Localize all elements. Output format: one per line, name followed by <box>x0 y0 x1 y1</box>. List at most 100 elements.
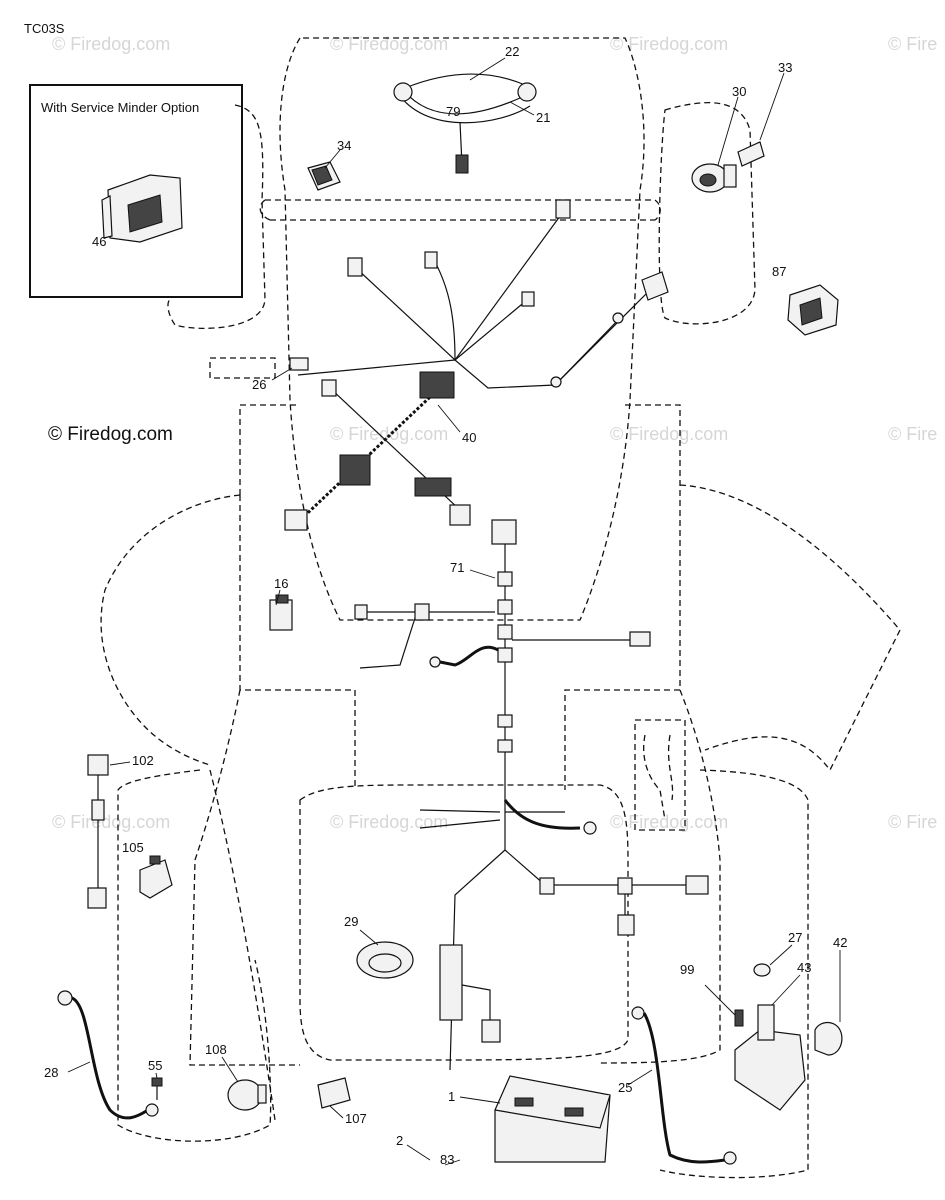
callout-34: 34 <box>337 138 351 153</box>
watermark-layer: © Firedog.com © Firedog.com © Firedog.co… <box>48 34 937 832</box>
harness-40 <box>284 199 669 531</box>
part-99 <box>734 1009 744 1027</box>
terminal <box>550 376 562 388</box>
connector <box>481 1019 501 1043</box>
part-42 <box>814 1021 843 1056</box>
callout-108: 108 <box>205 1042 227 1057</box>
center-panel-outline <box>299 784 629 1061</box>
part-25-cable <box>631 1006 737 1165</box>
connector <box>497 624 513 640</box>
watermark: © Firedog.com <box>610 812 728 832</box>
callout-46: 46 <box>92 234 106 249</box>
connector <box>539 877 555 895</box>
watermark: © Fire <box>888 812 937 832</box>
part-16 <box>269 594 293 631</box>
terminal <box>612 312 624 324</box>
left-bracket-outline <box>167 104 266 329</box>
callout-30: 30 <box>732 84 746 99</box>
pedal-outline <box>634 719 686 831</box>
connector <box>497 599 513 615</box>
watermark: © Fire <box>888 34 937 54</box>
callout-26: 26 <box>252 377 266 392</box>
callout-55: 55 <box>148 1058 162 1073</box>
headlight-harness <box>393 73 537 174</box>
callout-21: 21 <box>536 110 550 125</box>
connector <box>497 739 513 753</box>
connector <box>424 251 438 269</box>
connector <box>354 604 368 620</box>
callouts: 22 21 79 34 30 33 87 46 26 40 16 71 102 … <box>44 44 847 1167</box>
watermark: © Fire <box>888 424 937 444</box>
headlight-connector <box>455 154 469 174</box>
watermark: © Firedog.com <box>610 424 728 444</box>
connector <box>617 877 633 895</box>
connector <box>449 504 471 526</box>
callout-71: 71 <box>450 560 464 575</box>
headlight-right <box>517 82 537 102</box>
connector <box>617 914 635 936</box>
connector <box>629 631 651 647</box>
fuse-holder-26 <box>289 357 309 371</box>
callout-87: 87 <box>772 264 786 279</box>
lower-harness <box>439 790 709 1071</box>
connector <box>347 257 363 277</box>
part-105 <box>139 855 173 899</box>
inset-frame <box>29 84 243 298</box>
part-28-cable <box>57 990 159 1120</box>
part-29 <box>356 941 414 979</box>
part-33 <box>737 141 765 167</box>
headlight-left <box>393 82 413 102</box>
callout-102: 102 <box>132 753 154 768</box>
fender-left-outline <box>100 494 241 766</box>
connector <box>641 271 669 301</box>
harness-sleeve <box>339 454 371 486</box>
watermark: © Firedog.com <box>52 34 170 54</box>
callout-22: 22 <box>505 44 519 59</box>
switch-34 <box>307 161 341 191</box>
callout-29: 29 <box>344 914 358 929</box>
rear-left-outline <box>117 769 272 1142</box>
label-26-bracket <box>209 357 276 379</box>
callout-1: 1 <box>448 1089 455 1104</box>
callout-99: 99 <box>680 962 694 977</box>
part-43 <box>734 1029 806 1111</box>
harness-71 <box>354 519 651 835</box>
part-107 <box>317 1077 351 1109</box>
connector <box>321 379 337 397</box>
left-rear-cross <box>209 769 276 1121</box>
dash-panel-outline <box>259 199 661 221</box>
callout-105: 105 <box>122 840 144 855</box>
callout-40: 40 <box>462 430 476 445</box>
callout-2: 2 <box>396 1133 403 1148</box>
right-bracket-outline <box>658 102 756 325</box>
fender-right-outline <box>679 484 901 772</box>
ignition-switch-30 <box>691 163 737 193</box>
connector <box>497 571 513 587</box>
part-27 <box>753 963 771 977</box>
callout-33: 33 <box>778 60 792 75</box>
connector <box>497 647 513 663</box>
battery <box>494 1075 611 1163</box>
harness-sleeve <box>419 371 455 399</box>
callout-28: 28 <box>44 1065 58 1080</box>
watermark: © Firedog.com <box>330 812 448 832</box>
hood-outline <box>279 37 645 621</box>
connector <box>491 519 517 545</box>
connector <box>414 603 430 621</box>
relay-87 <box>787 284 839 336</box>
connector <box>284 509 308 531</box>
connector <box>685 875 709 895</box>
chassis-outline <box>100 37 901 1179</box>
harness-sleeve <box>414 477 452 497</box>
diagram-code: TC03S <box>24 21 65 36</box>
frame-left-outline <box>189 404 356 1066</box>
callout-27: 27 <box>788 930 802 945</box>
part-108 <box>227 1079 267 1111</box>
watermark: © Firedog.com <box>52 812 170 832</box>
part-55 <box>151 1077 163 1100</box>
watermark: © Firedog.com <box>610 34 728 54</box>
watermark-main: © Firedog.com <box>48 424 173 445</box>
watermark: © Firedog.com <box>330 424 448 444</box>
frame-right-outline <box>564 404 721 1064</box>
